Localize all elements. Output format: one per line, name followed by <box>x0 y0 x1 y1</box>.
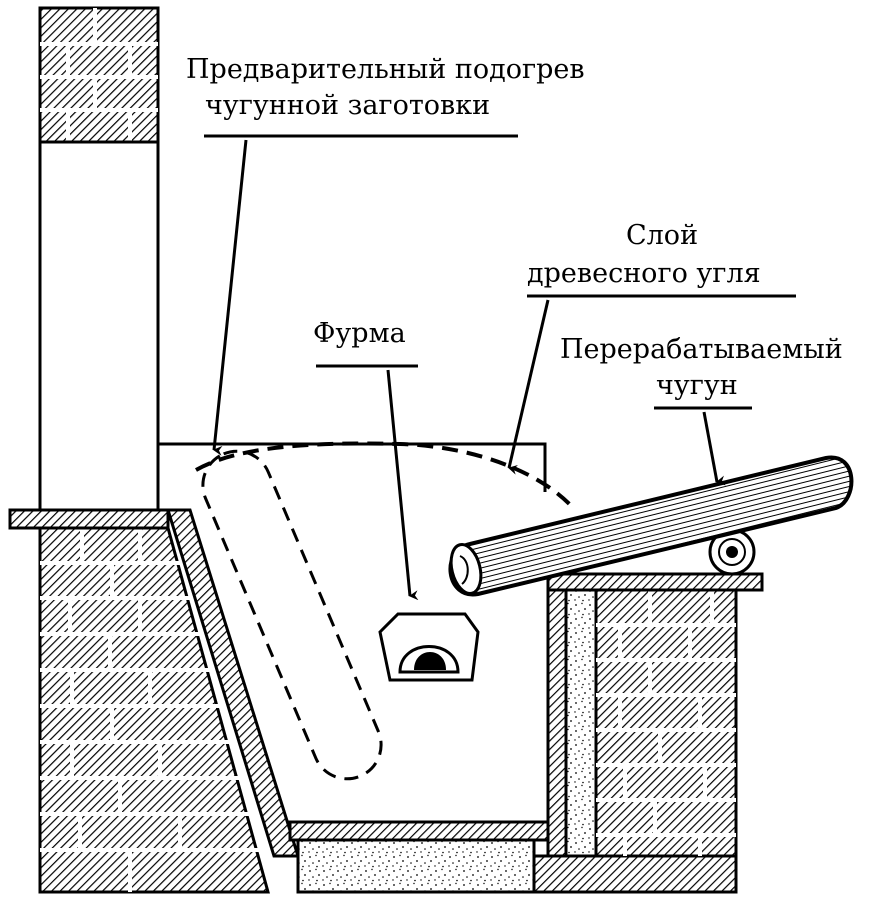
preheat-label-line1: Предварительный подогрев <box>186 54 585 85</box>
preheat-arrow <box>212 139 248 456</box>
preheat-label-line2: чугунной заготовки <box>205 90 490 121</box>
iron-label-line2: чугун <box>656 370 738 401</box>
leader-lines <box>204 134 796 410</box>
tuyere-arrow <box>386 369 419 601</box>
charcoal-layer-boundary <box>195 441 577 512</box>
right-top-slab <box>546 572 764 592</box>
pig-iron-bar <box>448 455 854 597</box>
hearth-bottom-plate <box>288 820 550 842</box>
hearth-opening-outline <box>158 442 547 492</box>
left-brick-wall <box>38 526 270 894</box>
left-top-slab <box>8 508 170 530</box>
iron-label-line1: Перерабатываемый <box>560 334 843 365</box>
hearth-sand-fill <box>296 838 536 894</box>
tuyere-label: Фурма <box>313 318 406 349</box>
charcoal-label-line2: древесного угля <box>527 258 761 289</box>
tuyere <box>378 612 480 682</box>
right-brick-wall <box>546 588 738 858</box>
preheat-billet-outline <box>201 449 383 781</box>
hearth-bottom-brick <box>532 854 738 894</box>
chimney <box>38 6 160 512</box>
roller <box>708 528 756 576</box>
charcoal-arrow <box>507 299 550 475</box>
charcoal-label-line1: Слой <box>626 220 698 251</box>
iron-arrow <box>702 411 726 486</box>
